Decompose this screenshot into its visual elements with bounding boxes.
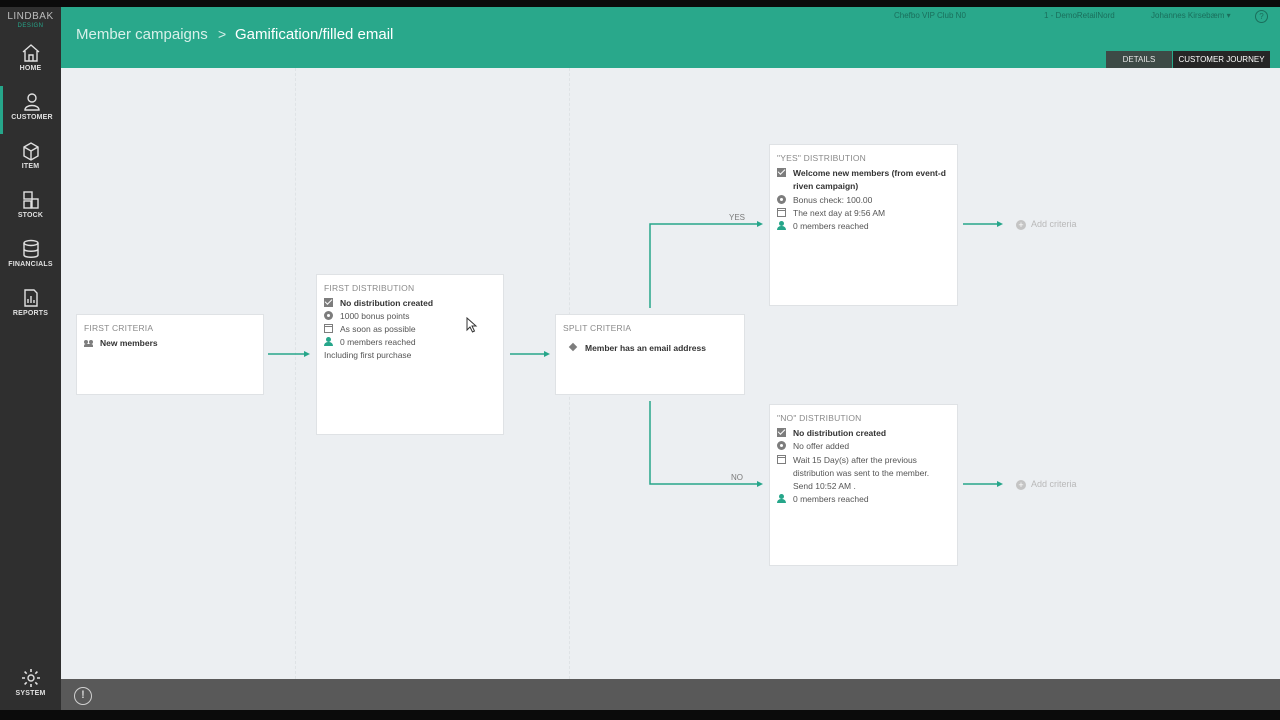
mouse-cursor-icon [466, 317, 478, 333]
row-text: 0 members reached [793, 221, 869, 231]
calendar-icon [324, 324, 333, 333]
sidebar-item-financials[interactable]: FINANCIALS [0, 233, 61, 281]
boxes-icon [22, 191, 39, 209]
sidebar-item-label: FINANCIALS [8, 261, 53, 268]
offer-icon [777, 441, 786, 450]
logo-subtext: DESIGN [17, 23, 44, 29]
breadcrumb-separator: > [218, 26, 227, 42]
criteria-text: New members [100, 338, 158, 348]
row-text: riven campaign) [793, 181, 859, 191]
calendar-icon [777, 455, 786, 464]
sidebar-item-label: SYSTEM [15, 690, 46, 697]
logo-text: LINDBAK [7, 11, 54, 22]
envelope-icon [777, 428, 786, 437]
row-text: Wait 15 Day(s) after the previous [793, 455, 917, 465]
add-criteria-label: Add criteria [1031, 219, 1077, 229]
card-title: FIRST DISTRIBUTION [324, 283, 415, 293]
row-text: 0 members reached [793, 494, 869, 504]
row-text: No distribution created [340, 298, 434, 308]
split-criteria-card[interactable]: SPLIT CRITERIA Member has an email addre… [555, 314, 745, 395]
envelope-icon [324, 298, 333, 307]
tab-details[interactable]: DETAILS [1106, 51, 1172, 68]
sidebar-item-reports[interactable]: REPORTS [0, 282, 61, 330]
plus-icon: + [1016, 480, 1026, 490]
sidebar-item-system[interactable]: SYSTEM [0, 662, 61, 710]
calendar-icon [777, 208, 786, 217]
sidebar-item-label: CUSTOMER [11, 114, 53, 121]
plus-icon: + [1016, 220, 1026, 230]
yes-distribution-card[interactable]: "YES" DISTRIBUTION Welcome new members (… [769, 144, 958, 306]
bottom-border [0, 710, 1280, 720]
criteria-text: Member has an email address [585, 343, 706, 353]
top-border [0, 0, 1280, 7]
row-text: distribution was sent to the member. [793, 468, 930, 478]
card-title: "NO" DISTRIBUTION [777, 413, 862, 423]
row-text: Welcome new members (from event-d [793, 168, 946, 178]
box-icon [22, 142, 39, 161]
person-icon [324, 337, 333, 346]
database-icon [22, 239, 39, 258]
alert-icon[interactable]: ! [74, 687, 92, 705]
help-icon[interactable]: ? [1255, 10, 1268, 23]
diamond-icon [569, 343, 578, 352]
card-title: "YES" DISTRIBUTION [777, 153, 866, 163]
person-icon [777, 494, 786, 503]
add-criteria-label: Add criteria [1031, 479, 1077, 489]
header: Member campaigns > Gamification/filled e… [61, 7, 1280, 68]
row-text: As soon as possible [340, 324, 416, 334]
location-selector[interactable]: 1 - DemoRetailNord [1044, 11, 1115, 20]
person-icon [777, 221, 786, 230]
sidebar-item-customer[interactable]: CUSTOMER [0, 86, 61, 134]
user-menu[interactable]: Johannes Kirsebæm ▾ [1151, 11, 1231, 20]
home-icon [22, 44, 39, 62]
sidebar-item-label: ITEM [21, 163, 40, 170]
tab-customer-journey[interactable]: CUSTOMER JOURNEY [1173, 51, 1270, 68]
sidebar-item-stock[interactable]: STOCK [0, 184, 61, 232]
add-criteria-no-button[interactable]: + Add criteria [1016, 479, 1077, 490]
row-text: No distribution created [793, 428, 887, 438]
report-icon [23, 289, 38, 307]
no-distribution-card[interactable]: "NO" DISTRIBUTION No distribution create… [769, 404, 958, 566]
page-title: Gamification/filled email [235, 26, 394, 43]
row-text: Bonus check: 100.00 [793, 195, 873, 205]
club-selector[interactable]: Chefbo VIP Club N0 [894, 11, 966, 20]
breadcrumb-member-campaigns[interactable]: Member campaigns [76, 26, 208, 43]
footer-bar: ! [61, 679, 1280, 710]
card-title: SPLIT CRITERIA [563, 323, 632, 333]
row-text: 0 members reached [340, 337, 416, 347]
row-text: 1000 bonus points [340, 311, 410, 321]
gear-icon [21, 669, 40, 687]
sidebar: LINDBAK DESIGN HOME CUSTOMER ITEM STOCK … [0, 7, 61, 710]
user-name: Johannes Kirsebæm [1151, 11, 1225, 20]
offer-icon [324, 311, 333, 320]
chevron-down-icon: ▾ [1226, 11, 1231, 20]
person-icon [24, 93, 40, 111]
row-text: Including first purchase [324, 350, 412, 360]
sidebar-item-label: STOCK [17, 212, 44, 219]
row-text: The next day at 9:56 AM [793, 208, 886, 218]
group-icon [84, 338, 93, 347]
first-distribution-card[interactable]: FIRST DISTRIBUTION No distribution creat… [316, 274, 504, 435]
offer-icon [777, 195, 786, 204]
sidebar-item-label: REPORTS [12, 310, 49, 317]
row-text: Send 10:52 AM . [793, 481, 856, 491]
card-title: FIRST CRITERIA [84, 323, 154, 333]
branch-label-no: NO [731, 473, 743, 482]
envelope-icon [777, 168, 786, 177]
sidebar-item-item[interactable]: ITEM [0, 135, 61, 183]
column-guide [295, 68, 296, 679]
branch-label-yes: YES [729, 213, 746, 222]
journey-canvas: YES NO FIRST CRITERIA New members FIRST … [61, 68, 1280, 679]
connector-lines [268, 221, 1003, 487]
sidebar-item-label: HOME [19, 65, 42, 72]
sidebar-item-home[interactable]: HOME [0, 37, 61, 85]
logo: LINDBAK DESIGN [0, 7, 61, 37]
row-text: No offer added [793, 441, 850, 451]
add-criteria-yes-button[interactable]: + Add criteria [1016, 219, 1077, 230]
first-criteria-card[interactable]: FIRST CRITERIA New members [76, 314, 264, 395]
